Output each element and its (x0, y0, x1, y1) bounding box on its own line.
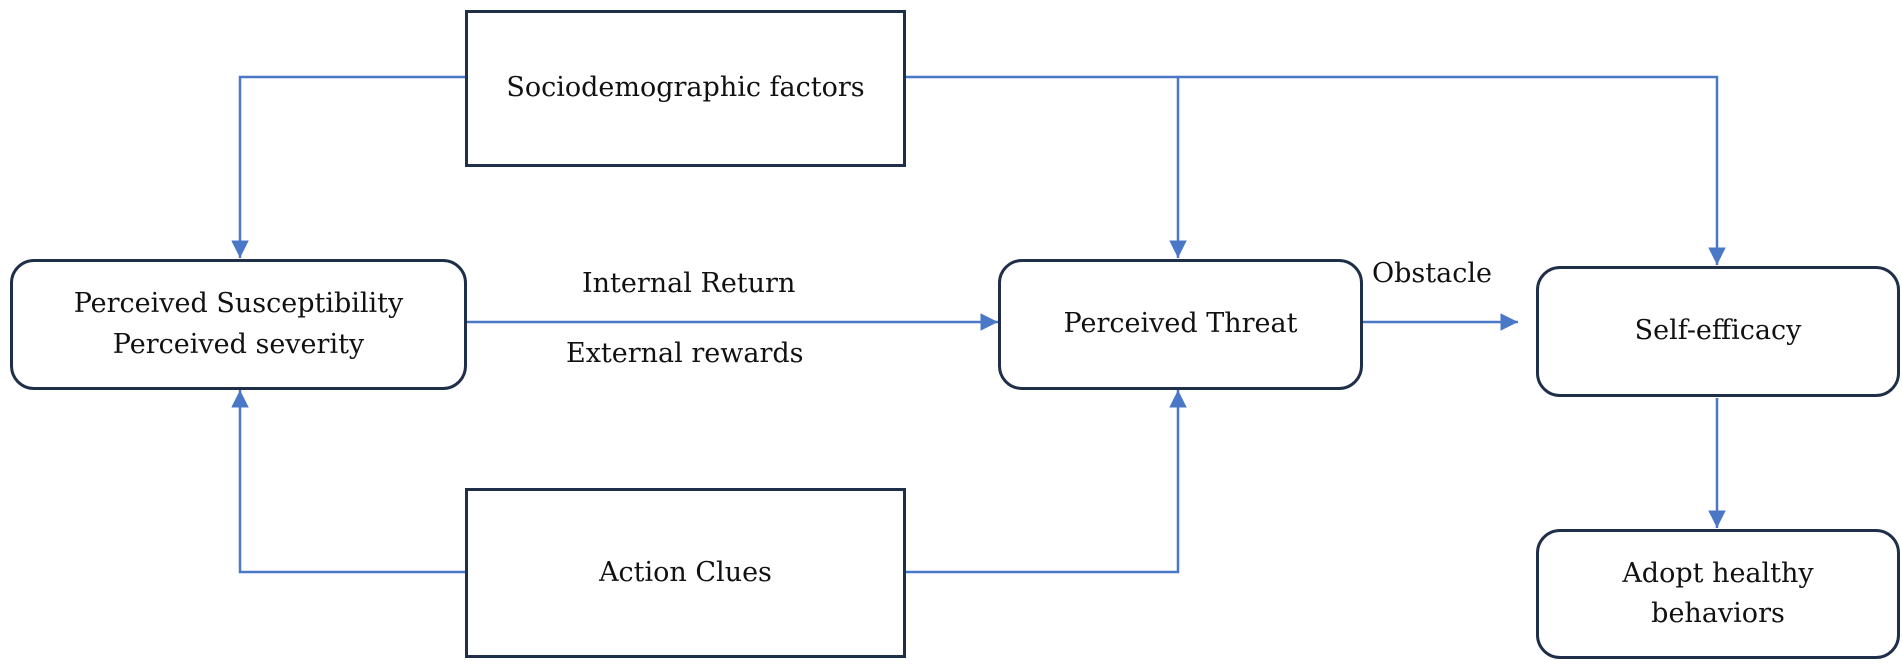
perceived-severity-label: Perceived severity (112, 328, 365, 360)
action-clues-box: Action Clues (465, 488, 906, 658)
self-efficacy-label: Self-efficacy (1634, 315, 1802, 347)
action-clues-label: Action Clues (599, 556, 772, 588)
perceived-threat-box: Perceived Threat (998, 259, 1363, 390)
perceived-susceptibility-label: Perceived Susceptibility (73, 288, 404, 319)
internal-return-label: Internal Return (582, 268, 796, 299)
obstacle-label: Obstacle (1372, 258, 1492, 289)
connector-socio-to-threat (905, 75, 1187, 258)
connector-socio-to-susceptibility (231, 75, 465, 258)
perceived-threat-label: Perceived Threat (1063, 308, 1298, 340)
external-rewards-label: External rewards (566, 338, 804, 369)
adopt-healthy-label: Adopt healthy (1622, 557, 1814, 589)
adopt-healthy-behaviors-box: Adopt healthy behaviors (1536, 529, 1900, 659)
connector-action-to-susceptibility (231, 390, 465, 574)
sociodemographic-factors-box: Sociodemographic factors (465, 10, 906, 167)
behaviors-label: behaviors (1651, 598, 1785, 629)
perceived-susceptibility-box: Perceived Susceptibility Perceived sever… (10, 259, 467, 390)
connector-socio-to-self-efficacy (1178, 75, 1726, 265)
self-efficacy-box: Self-efficacy (1536, 266, 1900, 397)
sociodemographic-factors-label: Sociodemographic factors (506, 72, 865, 104)
connector-action-to-threat (905, 390, 1187, 574)
